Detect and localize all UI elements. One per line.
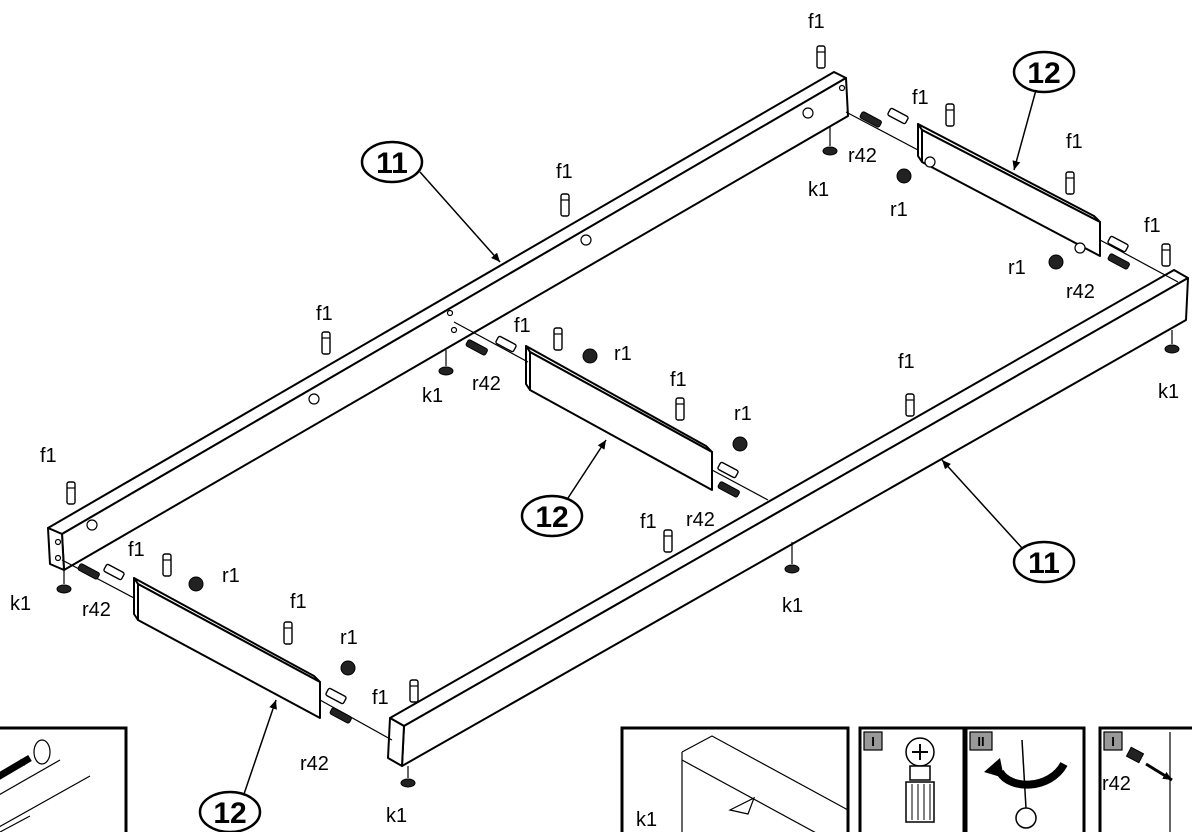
connector-bolts xyxy=(77,111,1130,724)
part-number-label: 11 xyxy=(1028,547,1060,580)
foot-label: k1 xyxy=(1158,381,1179,403)
bolt-label: r42 xyxy=(1066,281,1095,303)
dowel-label: f1 xyxy=(912,87,929,109)
dowel xyxy=(717,461,739,479)
dowel xyxy=(283,621,293,645)
inset-cam-detail xyxy=(0,726,128,832)
foot-label: k1 xyxy=(386,805,407,827)
part-number-label: 12 xyxy=(535,501,568,534)
long-rail-front xyxy=(387,269,1189,767)
dowel-label: f1 xyxy=(514,315,531,337)
dowel-label: f1 xyxy=(40,445,57,467)
dowel-label: f1 xyxy=(290,591,307,613)
bolt-label: r42 xyxy=(848,145,877,167)
short-rail-top-right xyxy=(917,123,1101,257)
dowel-label: f1 xyxy=(808,11,825,33)
dowel xyxy=(321,331,331,355)
inset-step-one: I xyxy=(858,726,966,832)
dowel-label: f1 xyxy=(556,161,573,183)
dowel-label: f1 xyxy=(372,687,389,709)
cam-label: r1 xyxy=(340,627,358,649)
long-rail-back xyxy=(47,71,849,571)
dowel-label: f1 xyxy=(1066,131,1083,153)
dowel xyxy=(325,687,347,705)
dowel xyxy=(66,481,76,505)
dowel-label: f1 xyxy=(1144,215,1161,237)
inset-foot-detail: k1 xyxy=(620,726,850,832)
bolt-label: r42 xyxy=(472,373,501,395)
foot-label: k1 xyxy=(422,385,443,407)
dowel-label: f1 xyxy=(128,539,145,561)
dowel-label: f1 xyxy=(670,369,687,391)
dowel xyxy=(162,553,172,577)
dowel xyxy=(1161,243,1171,267)
dowel xyxy=(553,327,563,351)
dowel-label: f1 xyxy=(316,303,333,325)
dowel xyxy=(1065,171,1075,195)
dowel xyxy=(887,107,909,125)
dowel xyxy=(663,529,673,553)
step-number: I xyxy=(1111,734,1115,749)
bolt-label: r42 xyxy=(82,599,111,621)
dowel xyxy=(495,335,517,353)
dowel xyxy=(409,679,419,703)
dowel xyxy=(560,193,570,217)
short-rail-middle xyxy=(525,345,713,491)
dowel xyxy=(905,393,915,417)
dowel xyxy=(945,103,955,127)
cam-label: r1 xyxy=(1008,257,1026,279)
cam-label: r1 xyxy=(890,199,908,221)
foot-label: k1 xyxy=(10,593,31,615)
cam-locks xyxy=(188,168,1064,676)
bolt-label: r42 xyxy=(686,509,715,531)
dowel xyxy=(1107,235,1129,253)
inset-bolt-detail: I r42 xyxy=(1098,726,1192,832)
foot-label: k1 xyxy=(636,809,657,831)
feet xyxy=(56,126,1180,788)
step-number: I xyxy=(871,734,875,749)
bolt-label: r42 xyxy=(300,753,329,775)
callout-short-rail-middle: 12 xyxy=(520,439,607,538)
callout-long-rail-bottom: 11 xyxy=(941,459,1076,584)
part-number-label: 11 xyxy=(376,147,408,180)
foot-label: k1 xyxy=(808,179,829,201)
callout-short-rail-bottom: 12 xyxy=(198,699,277,832)
step-number: II xyxy=(977,734,984,749)
part-number-label: 12 xyxy=(1027,57,1060,90)
dowel xyxy=(675,397,685,421)
dowel-label: f1 xyxy=(898,351,915,373)
short-rail-bottom-left xyxy=(133,577,321,719)
callout-long-rail-top: 11 xyxy=(360,140,501,263)
alignment-lines xyxy=(61,111,1179,741)
dowel xyxy=(816,45,826,69)
dowel xyxy=(103,563,125,581)
cam-label: r1 xyxy=(614,343,632,365)
part-number-label: 12 xyxy=(213,797,246,830)
cam-label: r1 xyxy=(222,565,240,587)
dowel-label: f1 xyxy=(640,511,657,533)
bolt-label: r42 xyxy=(1102,773,1131,795)
callout-short-rail-top: 12 xyxy=(1012,50,1076,171)
inset-step-two: II xyxy=(964,726,1086,832)
dowel-pins xyxy=(66,45,1171,705)
cam-label: r1 xyxy=(734,403,752,425)
fitting-labels: f1 f1 f1 f1 f1 f1 f1 f1 f1 f1 f1 f1 f1 f… xyxy=(10,11,1179,827)
foot-label: k1 xyxy=(782,595,803,617)
